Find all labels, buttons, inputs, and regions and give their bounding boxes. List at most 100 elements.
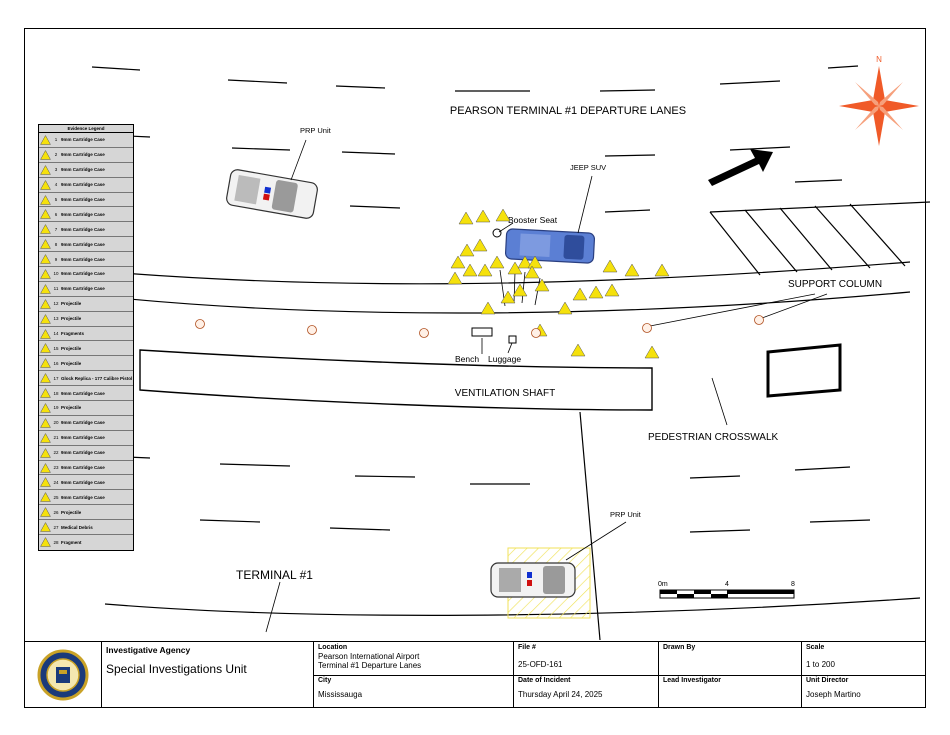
legend-item-text: 9mm Cartridge Case	[61, 241, 105, 247]
scale-header: Scale	[806, 644, 825, 651]
legend-item-number: 14	[53, 331, 59, 337]
jeep-suv-label: JEEP SUV	[570, 163, 606, 172]
legend-item-text: Fragment	[61, 539, 82, 545]
crosswalk-structure	[766, 343, 842, 398]
evidence-marker-21	[588, 285, 604, 299]
evidence-marker-icon	[40, 447, 51, 458]
evidence-marker-icon	[40, 402, 51, 413]
lower-road	[104, 411, 921, 641]
legend-item-text: Projectile	[61, 509, 82, 515]
legend-item-text: 9mm Cartridge Case	[61, 197, 105, 202]
compass-rose-icon	[839, 66, 919, 146]
legend-item-text: 9mm Cartridge Case	[61, 420, 105, 426]
legend-item-number: 17	[53, 375, 59, 381]
legend-item-text: 9mm Cartridge Case	[61, 479, 105, 485]
file-value: 25-OFD-161	[518, 660, 563, 669]
evidence-marker-17	[500, 290, 516, 304]
evidence-marker-icon	[40, 492, 51, 503]
location-line1: Pearson International Airport	[318, 652, 420, 661]
jeep-suv-vehicle	[504, 228, 596, 264]
booster-seat-label: Booster Seat	[508, 215, 558, 225]
legend-item-number: 1	[54, 137, 58, 143]
location-cell: Location Pearson International Airport T…	[314, 642, 514, 708]
legend-item-number: 15	[53, 345, 59, 351]
direction-arrow-icon	[708, 149, 773, 186]
scale-value: 1 to 200	[806, 660, 835, 669]
legend-item-text: Medical Debris	[61, 524, 93, 530]
agency-cell: Investigative Agency Special Investigati…	[102, 642, 314, 708]
legend-item-text: 9mm Cartridge Case	[61, 137, 105, 143]
evidence-marker-icon	[40, 358, 51, 369]
drawn-value	[659, 652, 801, 660]
evidence-marker-14	[524, 265, 540, 279]
evidence-marker-16	[512, 283, 528, 297]
agency-header: Investigative Agency	[106, 645, 191, 655]
legend-item-text: Projectile	[61, 405, 82, 411]
evidence-marker-icon	[40, 239, 51, 249]
evidence-marker-10	[489, 255, 505, 269]
column-marker	[419, 328, 429, 338]
evidence-marker-15	[534, 278, 550, 292]
evidence-marker-icon	[40, 224, 51, 235]
legend-item-text: Fragments	[61, 331, 85, 337]
legend-item-number: 6	[54, 211, 58, 217]
drawing-frame	[24, 28, 926, 708]
ventilation-shaft	[139, 349, 653, 411]
evidence-marker-26	[570, 343, 586, 357]
scale-label-0: 0m	[658, 581, 668, 588]
legend-item-number: 10	[53, 271, 59, 277]
legend-item-text: 9mm Cartridge Case	[61, 256, 105, 262]
evidence-marker-4	[472, 238, 488, 252]
evidence-marker-icon	[40, 432, 51, 443]
file-cell: File # 25-OFD-161 Date of Incident Thurs…	[514, 642, 659, 708]
evidence-marker-13	[527, 255, 543, 269]
legend-item-text: 9mm Cartridge Case	[61, 226, 105, 232]
legend-item-text: 9mm Cartridge Case	[61, 211, 105, 217]
legend-item-text: 9mm Cartridge Case	[61, 182, 105, 188]
legend-title: Evidence Legend	[39, 125, 133, 133]
director-value: Joseph Martino	[806, 690, 861, 699]
evidence-marker-icon	[40, 373, 51, 383]
legend-item-number: 19	[53, 405, 59, 411]
date-value: Thursday April 24, 2025	[518, 690, 603, 699]
evidence-marker-9	[477, 263, 493, 277]
legend-item-text: Glock Replica - 177 Calibre Pistol	[61, 375, 133, 381]
evidence-marker-3	[495, 208, 511, 222]
evidence-markers	[195, 208, 764, 359]
agency-unit: Special Investigations Unit	[106, 662, 247, 676]
pedestrian-crosswalk-label: PEDESTRIAN CROSSWALK	[648, 432, 779, 443]
legend-item-number: 22	[53, 450, 59, 456]
legend-item-number: 24	[53, 479, 59, 485]
evidence-marker-icon	[40, 149, 51, 160]
prp-unit-bottom-vehicle	[490, 562, 576, 598]
agency-seal-cell	[24, 642, 102, 708]
legend-item-text: 9mm Cartridge Case	[61, 435, 105, 441]
evidence-marker-1	[458, 211, 474, 225]
legend-item-number: 25	[53, 494, 59, 500]
luggage-label: Luggage	[488, 354, 521, 364]
legend-item-number: 11	[53, 286, 59, 292]
evidence-marker-icon	[40, 388, 51, 398]
lead-header: Lead Investigator	[663, 677, 721, 684]
evidence-marker-6	[450, 255, 466, 269]
legend-item-number: 9	[54, 256, 58, 262]
evidence-marker-icon	[40, 134, 51, 145]
date-header: Date of Incident	[518, 677, 571, 684]
evidence-marker-icon	[40, 283, 51, 294]
evidence-marker-2	[475, 209, 491, 223]
legend-item-text: 9mm Cartridge Case	[61, 271, 105, 277]
evidence-marker-icon	[40, 477, 51, 488]
evidence-marker-20	[572, 287, 588, 301]
